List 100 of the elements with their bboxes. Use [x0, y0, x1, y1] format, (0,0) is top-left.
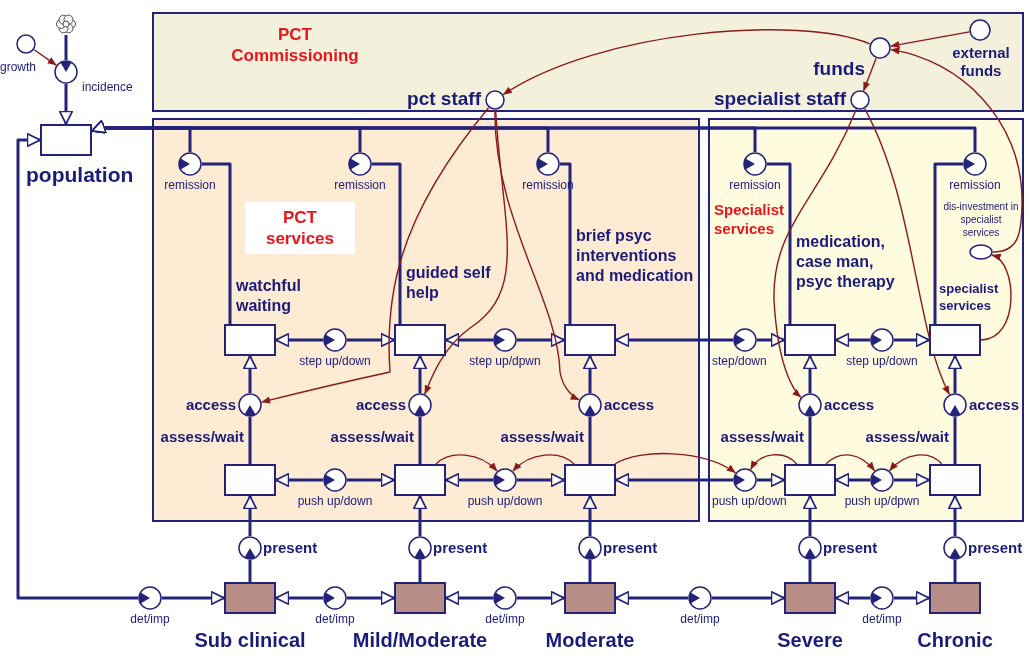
- node-label: Severe: [776, 628, 844, 652]
- flow-pipe: [615, 472, 733, 488]
- node-label: Moderate: [544, 628, 636, 652]
- flow-pipe: [582, 355, 598, 393]
- flow-pipe: [418, 560, 422, 582]
- section-title: PCT Commissioning: [230, 24, 360, 66]
- node-label: assess/wait: [719, 428, 804, 446]
- flow-pipe: [835, 472, 870, 488]
- influence-arrow: [750, 454, 798, 471]
- flow-pipe: [275, 472, 323, 488]
- node-label: Chronic: [916, 628, 994, 652]
- influence-arrow: [890, 47, 1023, 253]
- node-label: dis-investment in specialist services: [942, 200, 1020, 239]
- influence-arrow: [260, 107, 490, 404]
- flow-pipe: [588, 417, 592, 464]
- node-label: push up/down: [466, 494, 544, 508]
- influence-arrow: [512, 454, 575, 472]
- node-label: step up/down: [845, 354, 919, 368]
- node-label: specialist staff: [713, 88, 846, 110]
- node-label: funds: [812, 58, 865, 80]
- influence-arrow: [614, 452, 737, 474]
- influence-arrow: [864, 108, 951, 396]
- node-label: step/down: [712, 354, 768, 368]
- influence-arrow: [773, 108, 857, 398]
- flow-pipe: [517, 332, 565, 348]
- flow-pipe: [248, 560, 252, 582]
- node-label: push up/down: [296, 494, 374, 508]
- flow-pipe: [802, 495, 818, 536]
- node-label: remission: [728, 178, 782, 192]
- node-label: remission: [163, 178, 217, 192]
- flow-pipe: [588, 560, 592, 582]
- flow-pipe: [412, 495, 428, 536]
- node-label: Mild/Moderate: [351, 628, 489, 652]
- influence-arrow: [890, 31, 970, 49]
- flow-pipe: [615, 590, 688, 606]
- influence-arrow: [33, 49, 57, 66]
- flow-pipe: [894, 472, 930, 488]
- flow-pipe: [275, 332, 323, 348]
- influence-arrow: [825, 454, 876, 472]
- node-label: push up/dpwn: [843, 494, 921, 508]
- node-label: step up/dpwn: [468, 354, 542, 368]
- node-label: brief psyc interventions and medication: [576, 226, 695, 286]
- flow-pipe: [347, 332, 395, 348]
- node-label: watchful waiting: [236, 276, 302, 316]
- node-label: present: [968, 539, 1024, 557]
- influence-arrow: [435, 454, 498, 472]
- node-label: remission: [333, 178, 387, 192]
- node-label: step up/down: [298, 354, 372, 368]
- node-label: present: [433, 539, 489, 557]
- flow-pipe: [202, 162, 232, 326]
- section-panel: [152, 118, 700, 522]
- section-title: PCT services: [245, 202, 355, 254]
- flow-pipe: [947, 355, 963, 393]
- flow-pipe: [933, 162, 963, 326]
- node-label: guided self help: [406, 263, 491, 303]
- flow-pipe: [248, 417, 252, 464]
- flow-pipe: [615, 332, 733, 348]
- flow-pipe: [347, 590, 395, 606]
- node-label: present: [263, 539, 319, 557]
- flow-pipe: [767, 162, 792, 326]
- influence-arrow: [494, 109, 580, 401]
- flow-pipe: [757, 472, 785, 488]
- flow-pipe: [58, 84, 74, 125]
- flow-pipe: [808, 560, 812, 582]
- node-label: growth: [0, 60, 38, 74]
- flow-pipe: [16, 132, 138, 600]
- node-label: det/imp: [679, 612, 721, 626]
- node-label: present: [603, 539, 659, 557]
- flow-pipe: [757, 332, 785, 348]
- node-label: push up/down: [712, 494, 788, 508]
- node-label: external funds: [951, 44, 1011, 80]
- flow-pipe: [445, 472, 493, 488]
- flow-pipe: [560, 162, 572, 326]
- node-label: access: [824, 396, 876, 414]
- section-panel: [708, 118, 1024, 522]
- node-label: det/imp: [484, 612, 526, 626]
- node-label: Sub clinical: [193, 628, 307, 652]
- node-label: remission: [948, 178, 1002, 192]
- flow-pipe: [347, 472, 395, 488]
- flow-pipe: [582, 495, 598, 536]
- flow-pipe: [894, 332, 930, 348]
- flow-pipe: [517, 472, 565, 488]
- node-label: assess/wait: [159, 428, 244, 446]
- node-label: present: [823, 539, 879, 557]
- influence-arrow: [862, 57, 877, 92]
- section-title: Specialist services: [714, 200, 786, 238]
- node-label: access: [604, 396, 656, 414]
- node-label: assess/wait: [864, 428, 949, 446]
- node-label: det/imp: [314, 612, 356, 626]
- flow-pipe: [242, 355, 258, 393]
- flow-pipe: [835, 590, 870, 606]
- node-label: access: [184, 396, 236, 414]
- flow-pipe: [445, 590, 493, 606]
- flow-pipe: [91, 119, 977, 152]
- flow-pipe: [802, 355, 818, 393]
- flow-pipe: [953, 560, 957, 582]
- flow-pipe: [162, 590, 225, 606]
- flow-pipe: [412, 355, 428, 393]
- node-label: access: [354, 396, 406, 414]
- influence-arrow: [502, 29, 871, 96]
